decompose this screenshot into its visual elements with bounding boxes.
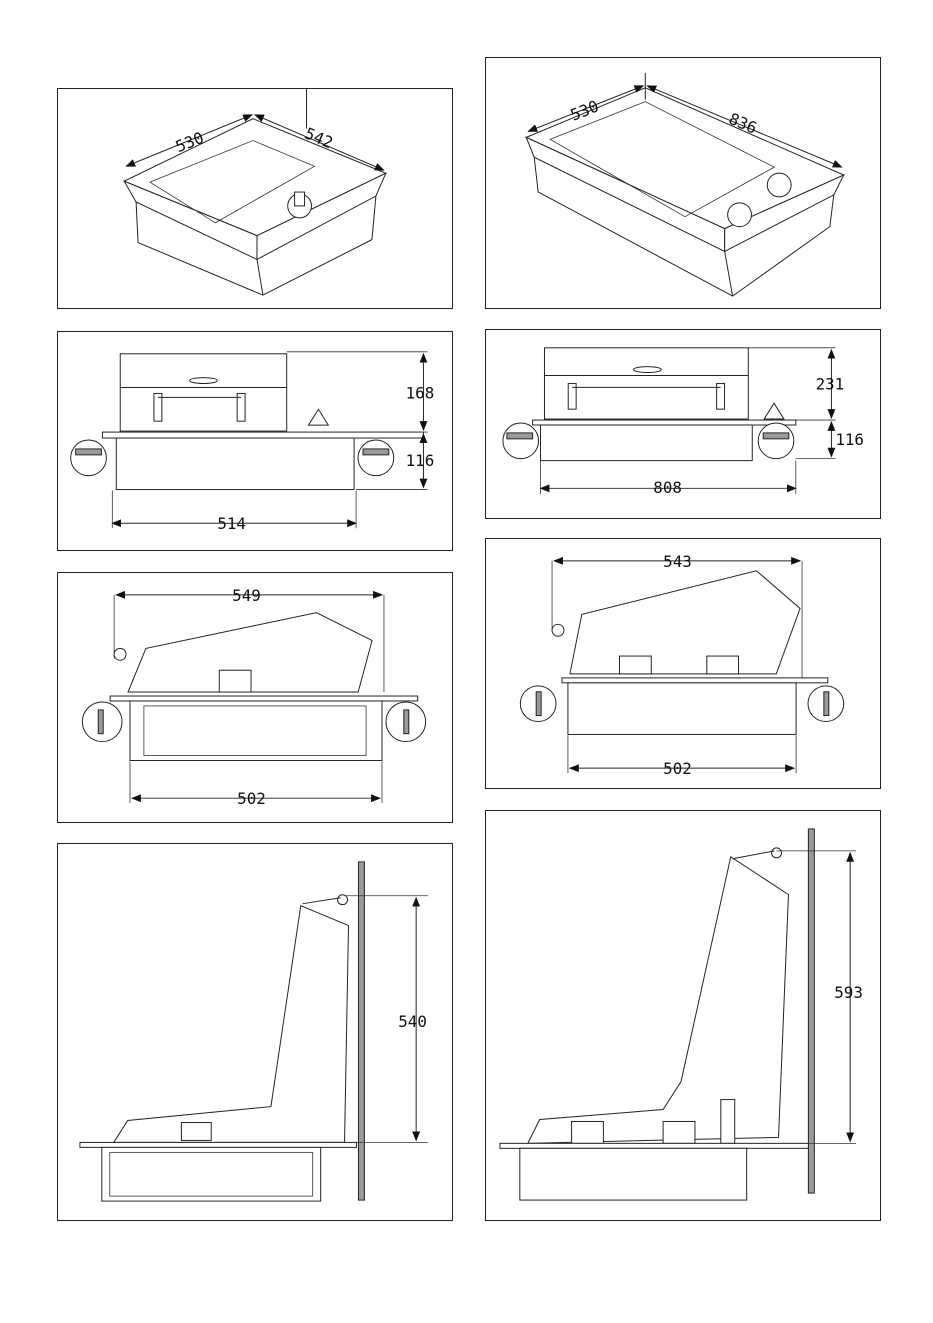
dim-label: 543: [663, 552, 692, 571]
dim-label: 514: [217, 514, 246, 533]
dim-label: 593: [834, 983, 863, 1002]
front-large-drawing: 231 116 808: [486, 330, 880, 518]
panel-side-open-small: 549 502: [57, 572, 453, 823]
panel-side-upright-small: 540: [57, 843, 453, 1221]
dim-label: 549: [232, 586, 261, 605]
dim-label: 116: [406, 451, 435, 470]
dim-label: 502: [663, 759, 692, 778]
dim-label: 502: [237, 789, 266, 808]
iso-small-drawing: 530 542: [58, 89, 452, 308]
side-open-small-drawing: 549 502: [58, 573, 452, 822]
panel-front-small: 168 116 514: [57, 331, 453, 551]
dim-label: 808: [653, 478, 682, 497]
dim-label: 168: [406, 383, 435, 402]
dim-label: 116: [835, 430, 864, 449]
front-small-drawing: 168 116 514: [58, 332, 452, 550]
dim-label: 231: [816, 374, 845, 393]
panel-iso-large: 530 836: [485, 57, 881, 309]
iso-large-drawing: 530 836: [486, 58, 880, 308]
panel-front-large: 231 116 808: [485, 329, 881, 519]
side-upright-small-drawing: 540: [58, 844, 452, 1220]
side-upright-large-drawing: 593: [486, 811, 880, 1220]
side-open-large-drawing: 543 502: [486, 539, 880, 788]
panel-side-upright-large: 593: [485, 810, 881, 1221]
panel-side-open-large: 543 502: [485, 538, 881, 789]
dim-label: 540: [398, 1012, 427, 1031]
panel-iso-small: 530 542: [57, 88, 453, 309]
